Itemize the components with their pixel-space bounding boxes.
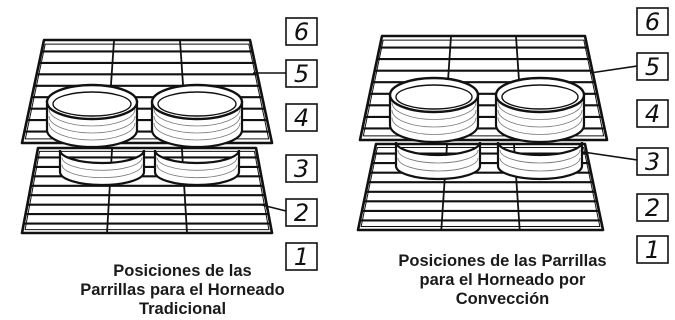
position-number: 3 [294,155,309,183]
rack-position-2: 2 [285,198,318,227]
pan-shading [391,109,477,128]
position-number: 3 [645,148,660,176]
convection-baking-rack-diagram: 6 5 4 3 2 1 [356,7,669,264]
rack-position-4: 4 [285,103,318,132]
position-number: 5 [294,60,309,88]
position-box [285,103,318,132]
position-box [636,147,669,176]
pan-shading [48,115,136,134]
position-number: 2 [294,199,309,227]
position-number: 4 [294,104,309,132]
pan-wall [394,141,482,181]
position-number: 6 [294,18,309,46]
pan-shading [397,149,479,164]
pan-shading [156,157,238,171]
pan-shading [497,102,583,120]
position-number: 1 [645,236,660,264]
pan-shading [61,157,143,171]
pan-shading [497,117,583,135]
cake-pan [388,76,480,144]
traditional-baking-caption: Posiciones de las Parrillas para el Horn… [75,262,290,319]
pan-shading [497,109,583,128]
cake-pan [153,149,241,187]
convection-baking-caption: Posiciones de las Parrillas para el Horn… [370,252,635,309]
pan-shading [48,108,136,127]
position-box [636,99,669,128]
position-box [285,59,318,88]
rack-support-wire [106,147,114,234]
position-box [636,193,669,222]
cake-pan [494,76,586,144]
position-number: 1 [294,243,309,271]
position-box [285,17,318,46]
cake-pan [394,141,482,181]
pan-shading [153,115,241,134]
position-number: 2 [645,194,660,222]
cake-pan [150,83,244,149]
pan-shading [391,117,477,135]
pan-wall [58,149,146,187]
cake-pan [58,149,146,187]
leader-line [589,65,638,74]
rack-position-3: 3 [636,147,669,176]
caption-line: Posiciones de las Parrillas [398,252,607,270]
caption-line: Tradicional [138,300,227,318]
rack-position-3: 3 [285,154,318,183]
leader-line [582,151,638,161]
rack-position-5: 5 [636,52,669,81]
leader-line [261,204,287,212]
pan-shading [397,157,479,172]
pan-wall [496,141,584,181]
rack-position-1: 1 [285,242,318,271]
pan-inner-rim [157,91,237,117]
caption-line: Parrillas para el Horneado [80,281,285,299]
rack-position-1: 1 [636,235,669,264]
rack-position-6: 6 [285,17,318,46]
pan-inner-rim [395,84,473,110]
position-box [636,235,669,264]
cake-pan [496,141,584,181]
caption-line: Convección [455,290,550,308]
rack-position-4: 4 [636,99,669,128]
traditional-baking-rack-diagram: 6 5 4 3 2 1 [20,17,318,271]
pan-inner-rim [501,84,579,110]
position-box [285,154,318,183]
position-box [636,7,669,36]
caption-line: para el Horneado por [419,271,586,289]
rack-support-wire [180,147,188,234]
position-box [636,52,669,81]
rack-position-2: 2 [636,193,669,222]
pan-shading [391,102,477,120]
pan-shading [499,149,581,164]
position-number: 5 [645,53,660,81]
rack-position-5: 5 [285,59,318,88]
pan-shading [499,157,581,172]
position-number: 6 [645,8,660,36]
pan-shading [153,108,241,127]
position-box [285,198,318,227]
position-number: 4 [645,100,660,128]
pan-shading [61,164,143,179]
pan-wall [153,149,241,187]
cake-pan [45,83,139,149]
position-box [285,242,318,271]
pan-inner-rim [52,91,132,117]
pan-shading [156,164,238,179]
rack-position-6: 6 [636,7,669,36]
pan-shading [153,122,241,141]
caption-line: Posiciones de las [113,262,252,280]
pan-shading [48,122,136,141]
